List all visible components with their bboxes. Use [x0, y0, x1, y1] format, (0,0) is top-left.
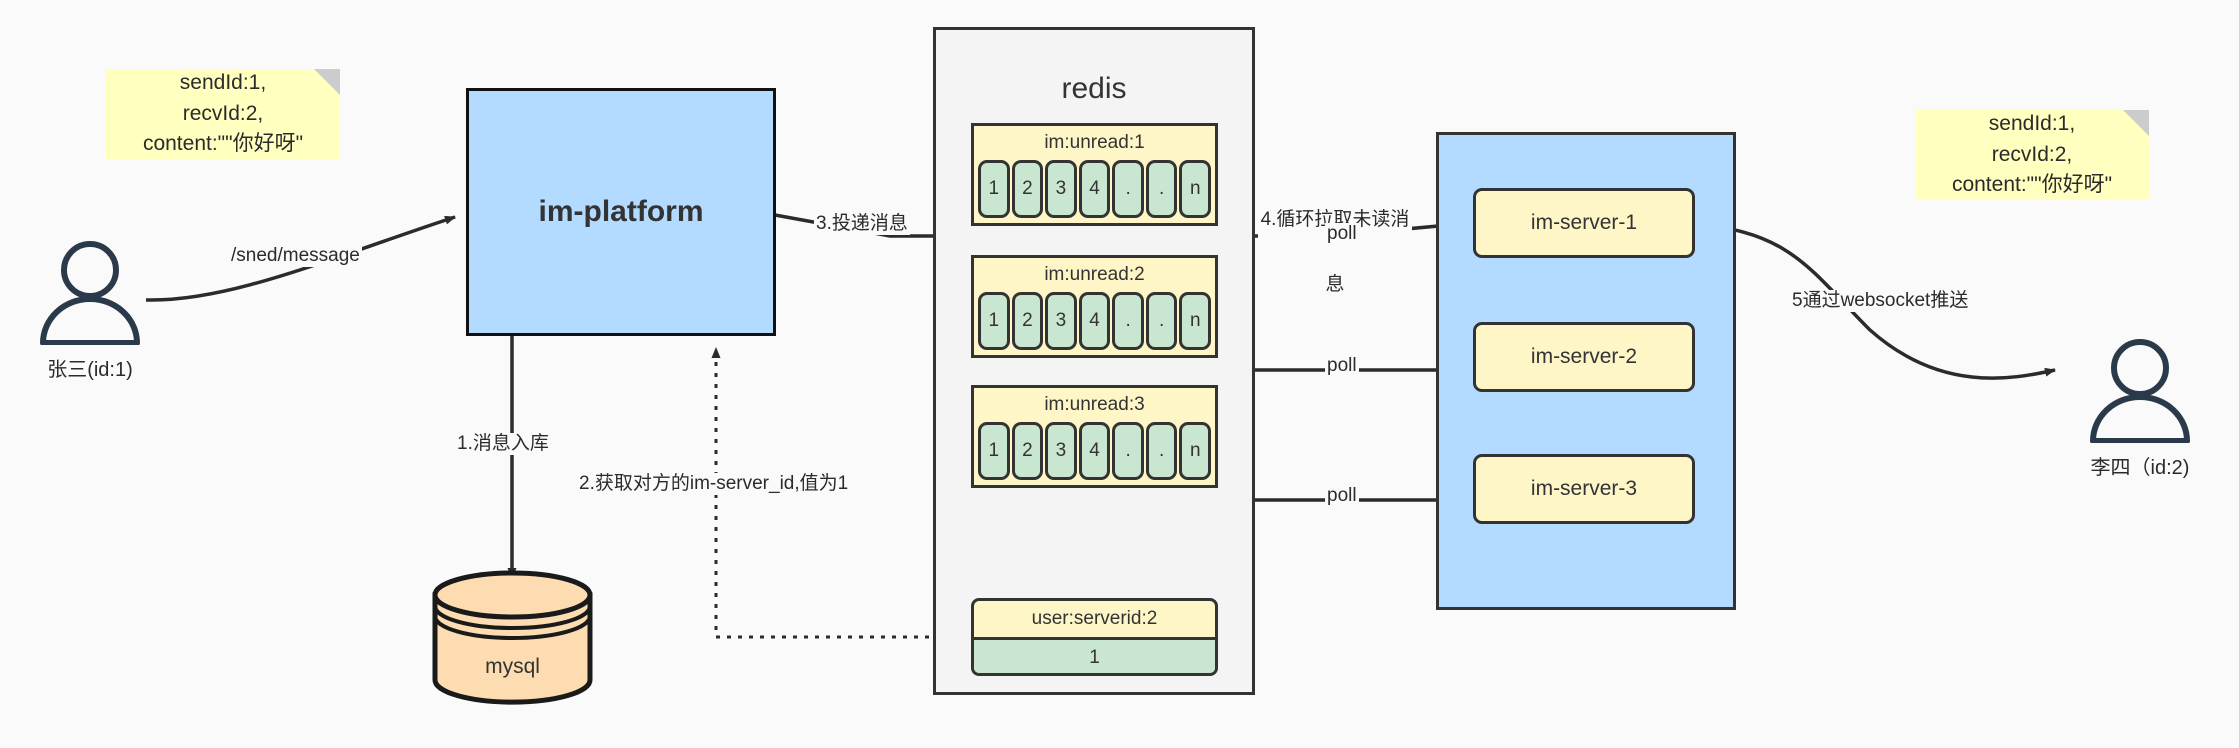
edge-label-step5: 5通过websocket推送: [1790, 290, 1971, 312]
edge-label-step3: 3.投递消息: [814, 213, 910, 235]
redis-queue-3-key: im:unread:3: [1044, 394, 1145, 415]
queue-cell: .: [1112, 160, 1144, 218]
redis-queue-1[interactable]: im:unread:1 1 2 3 4 . . n: [971, 123, 1218, 226]
database-cylinder-icon: [432, 570, 593, 705]
note-fold-icon: [2123, 110, 2149, 136]
note-left: sendId:1, recvId:2, content:""你好呀": [106, 69, 340, 159]
redis-kv-key: user:serverid:2: [1031, 608, 1158, 629]
im-platform-label: im-platform: [538, 195, 704, 228]
queue-cell: 2: [1011, 422, 1044, 480]
queue-cell: .: [1112, 292, 1144, 350]
im-server-2[interactable]: im-server-2: [1473, 322, 1695, 392]
mysql-label: mysql: [485, 655, 540, 678]
redis-queue-2[interactable]: im:unread:2 1 2 3 4 . . n: [971, 255, 1218, 358]
queue-cell: 3: [1045, 292, 1077, 350]
note-left-line-3: content:""你好呀": [142, 132, 304, 156]
redis-title-label: redis: [1061, 72, 1127, 105]
edge-label-step4: 4.循环拉取未读消 息: [1258, 165, 1412, 340]
redis-queue-2-cells: 1 2 3 4 . . n: [974, 292, 1215, 354]
queue-cell: n: [1179, 292, 1212, 350]
im-server-1-label: im-server-1: [1530, 211, 1638, 234]
edge-label-step1: 1.消息入库: [455, 433, 551, 455]
im-server-2-label: im-server-2: [1530, 345, 1638, 368]
note-left-line-2: recvId:2,: [182, 101, 264, 125]
im-server-3-label: im-server-3: [1530, 477, 1638, 500]
note-right: sendId:1, recvId:2, content:""你好呀": [1915, 110, 2149, 200]
actor-sender-label: 张三(id:1): [47, 359, 133, 381]
edge-label-send-message: /sned/message: [229, 245, 362, 267]
note-left-line-1: sendId:1,: [179, 71, 267, 95]
redis-queue-1-cells: 1 2 3 4 . . n: [974, 160, 1215, 222]
im-server-1[interactable]: im-server-1: [1473, 188, 1695, 258]
edge-label-step2: 2.获取对方的im-server_id,值为1: [577, 473, 851, 495]
queue-cell: 2: [1011, 292, 1044, 350]
im-server-3[interactable]: im-server-3: [1473, 454, 1695, 524]
queue-cell: n: [1179, 422, 1212, 480]
redis-queue-2-key: im:unread:2: [1044, 264, 1145, 285]
actor-receiver-label: 李四（id:2): [2090, 457, 2190, 479]
note-right-line-3: content:""你好呀": [1951, 173, 2113, 197]
queue-cell: 3: [1045, 160, 1077, 218]
edge-label-poll-3: poll: [1325, 485, 1359, 507]
queue-cell: 1: [978, 160, 1010, 218]
person-icon: [40, 241, 140, 345]
mysql-database[interactable]: mysql: [430, 570, 595, 705]
queue-cell: 1: [978, 422, 1010, 480]
queue-cell: 4: [1078, 160, 1111, 218]
redis-kv-value: 1: [974, 637, 1215, 673]
im-platform-box[interactable]: im-platform: [466, 88, 776, 336]
edge-label-step4-line-2: 息: [1325, 274, 1345, 296]
queue-cell: 4: [1078, 422, 1111, 480]
queue-cell: .: [1112, 422, 1144, 480]
person-icon: [2090, 339, 2190, 443]
edge-label-poll-1: poll: [1325, 223, 1359, 245]
edge-label-poll-2: poll: [1325, 355, 1359, 377]
queue-cell: .: [1145, 160, 1178, 218]
queue-cell: 3: [1045, 422, 1077, 480]
actor-sender[interactable]: 张三(id:1): [30, 240, 150, 382]
note-right-line-2: recvId:2,: [1991, 142, 2073, 166]
note-right-line-1: sendId:1,: [1988, 112, 2076, 136]
note-fold-icon: [314, 69, 340, 95]
redis-queue-1-key: im:unread:1: [1044, 132, 1145, 153]
queue-cell: 2: [1011, 160, 1044, 218]
redis-queue-3[interactable]: im:unread:3 1 2 3 4 . . n: [971, 385, 1218, 488]
queue-cell: .: [1145, 292, 1178, 350]
queue-cell: 1: [978, 292, 1010, 350]
edge-label-step4-line-1: 4.循环拉取未读消: [1260, 208, 1410, 230]
redis-queue-3-cells: 1 2 3 4 . . n: [974, 422, 1215, 484]
queue-cell: 4: [1078, 292, 1111, 350]
queue-cell: .: [1145, 422, 1178, 480]
redis-kv-user-serverid[interactable]: user:serverid:2 1: [971, 598, 1218, 676]
queue-cell: n: [1179, 160, 1212, 218]
actor-receiver[interactable]: 李四（id:2): [2080, 338, 2200, 480]
